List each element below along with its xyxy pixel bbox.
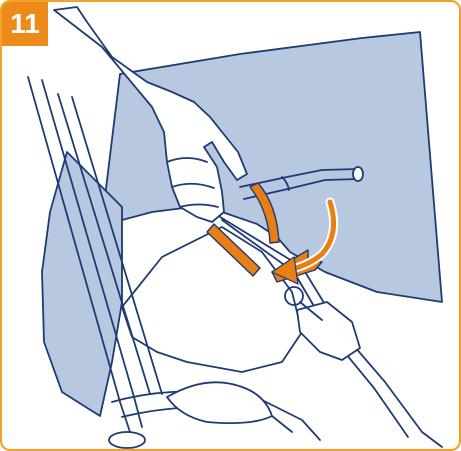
step-number-badge: 11 [2,2,52,50]
